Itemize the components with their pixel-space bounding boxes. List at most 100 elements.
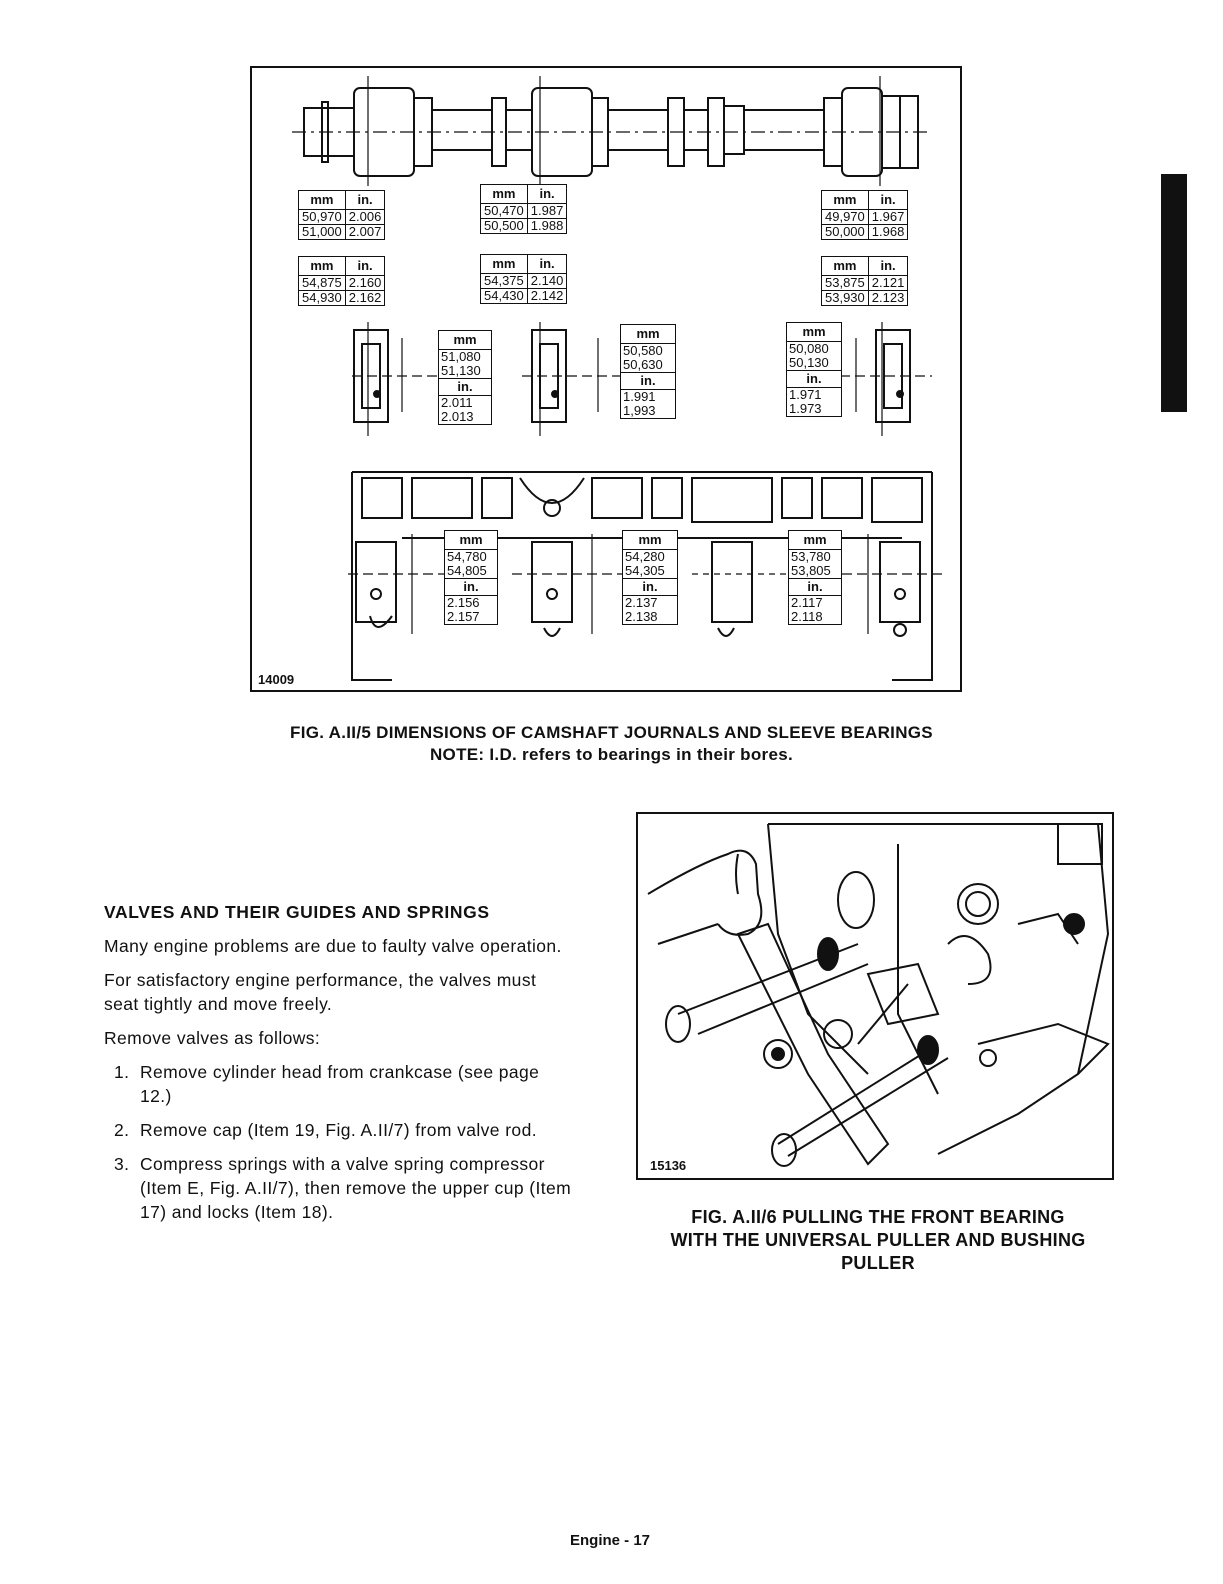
value-in: 1.988 (526, 218, 568, 234)
caption-line: PULLER (841, 1253, 915, 1273)
bore-table-center: mm 54,280 54,305 in. 2.137 2.138 (622, 530, 678, 625)
paragraph: For satisfactory engine performance, the… (104, 970, 537, 1014)
value-in: 2.013 (441, 409, 474, 424)
value-in: 2.162 (344, 290, 386, 306)
unit-label-in: in. (789, 578, 841, 596)
value-in: 2.137 (625, 595, 658, 610)
caption-note: NOTE: I.D. refers to bearings in their b… (429, 745, 793, 764)
unit-label-mm: mm (480, 184, 528, 204)
value-mm: 54,780 (447, 549, 487, 564)
unit-label-mm: mm (623, 531, 677, 550)
unit-label-in: in. (867, 256, 909, 276)
page-footer: Engine - 17 (569, 1532, 651, 1549)
figure-number: 14009 (258, 672, 295, 687)
step-text: Remove cylinder head from crankcase (see… (140, 1062, 540, 1106)
value-mm: 51,000 (298, 224, 346, 240)
valves-section: VALVES AND THEIR GUIDES AND SPRINGS Many… (104, 900, 574, 1234)
value-in: 1.987 (526, 203, 568, 219)
steps-list: 1. Remove cylinder head from crankcase (s… (104, 1060, 574, 1224)
step-text: Compress springs with a valve spring com… (140, 1154, 572, 1222)
bore-table-rear: mm 53,780 53,805 in. 2.117 2.118 (788, 530, 842, 625)
step-number: 2. (114, 1120, 130, 1140)
value-mm: 53,780 (791, 549, 831, 564)
value-in: 2.157 (447, 609, 480, 624)
unit-label-mm: mm (298, 256, 346, 276)
caption-line: WITH THE UNIVERSAL PULLER AND BUSHING (670, 1230, 1086, 1250)
value-mm: 54,930 (298, 290, 346, 306)
value-mm: 54,875 (298, 275, 346, 291)
step-number: 3. (114, 1154, 130, 1174)
bearing-puller-illustration (647, 823, 1110, 1167)
value-mm: 50,000 (821, 224, 869, 240)
figure1-caption: FIG. A.II/5 DIMENSIONS OF CAMSHAFT JOURN… (150, 722, 1073, 766)
value-in: 1.971 (789, 387, 822, 402)
value-in: 1.967 (867, 209, 909, 225)
caption-line: FIG. A.II/6 PULLING THE FRONT BEARING (691, 1207, 1065, 1227)
value-mm: 49,970 (821, 209, 869, 225)
caption-line: FIG. A.II/5 DIMENSIONS OF CAMSHAFT JOURN… (290, 723, 933, 742)
bearing-id-table-front: mm 51,080 51,130 in. 2.011 2.013 (438, 330, 492, 425)
value-mm: 50,580 (623, 343, 663, 358)
unit-label-in: in. (344, 190, 386, 210)
list-item: 3. Compress springs with a valve spring c… (104, 1152, 574, 1224)
figure-number: 15136 (650, 1158, 687, 1173)
unit-label-in: in. (445, 578, 497, 596)
value-in: 1.973 (789, 401, 822, 416)
unit-label-in: in. (623, 578, 677, 596)
value-mm: 51,130 (441, 363, 481, 378)
value-in: 2.156 (447, 595, 480, 610)
value-in: 2.006 (344, 209, 386, 225)
paragraph: Remove valves as follows: (104, 1028, 321, 1048)
unit-label-mm: mm (821, 256, 869, 276)
value-mm: 54,280 (625, 549, 665, 564)
value-in: 2.007 (344, 224, 386, 240)
value-mm: 54,375 (480, 273, 528, 289)
bearing-puller-figure: 15136 (636, 812, 1114, 1180)
camshaft-drawing (292, 76, 942, 681)
unit-label-in: in. (526, 184, 568, 204)
bearing-id-table-center: mm 50,580 50,630 in. 1.991 1,993 (620, 324, 676, 419)
unit-label-mm: mm (789, 531, 841, 550)
value-mm: 54,305 (625, 563, 665, 578)
section-heading: VALVES AND THEIR GUIDES AND SPRINGS (104, 902, 490, 922)
unit-label-mm: mm (439, 331, 491, 350)
value-mm: 50,500 (480, 218, 528, 234)
value-mm: 54,430 (480, 288, 528, 304)
value-mm: 50,970 (298, 209, 346, 225)
unit-label-in: in. (787, 370, 841, 388)
value-mm: 53,930 (821, 290, 869, 306)
value-mm: 50,630 (623, 357, 663, 372)
unit-label-mm: mm (621, 325, 675, 344)
value-in: 1,993 (623, 403, 656, 418)
value-in: 2.118 (791, 609, 823, 624)
value-in: 1.991 (623, 389, 656, 404)
value-in: 1.968 (867, 224, 909, 240)
value-mm: 53,875 (821, 275, 869, 291)
list-item: 1. Remove cylinder head from crankcase (s… (104, 1060, 574, 1108)
value-in: 2.117 (791, 595, 823, 610)
bearing-id-table-rear: mm 50,080 50,130 in. 1.971 1.973 (786, 322, 842, 417)
list-item: 2. Remove cap (Item 19, Fig. A.II/7) from… (104, 1118, 574, 1142)
value-mm: 50,080 (789, 341, 829, 356)
value-in: 2.140 (526, 273, 568, 289)
unit-label-in: in. (867, 190, 909, 210)
value-in: 2.142 (526, 288, 568, 304)
step-number: 1. (114, 1062, 130, 1082)
value-mm: 50,130 (789, 355, 829, 370)
value-in: 2.121 (867, 275, 909, 291)
unit-label-mm: mm (298, 190, 346, 210)
value-in: 2.123 (867, 290, 909, 306)
value-mm: 53,805 (791, 563, 831, 578)
section-tab-marker (1161, 174, 1187, 412)
value-mm: 51,080 (441, 349, 481, 364)
paragraph: Many engine problems are due to faulty v… (104, 936, 562, 956)
unit-label-mm: mm (821, 190, 869, 210)
value-in: 2.011 (441, 395, 473, 410)
step-text: Remove cap (Item 19, Fig. A.II/7) from v… (140, 1120, 537, 1140)
